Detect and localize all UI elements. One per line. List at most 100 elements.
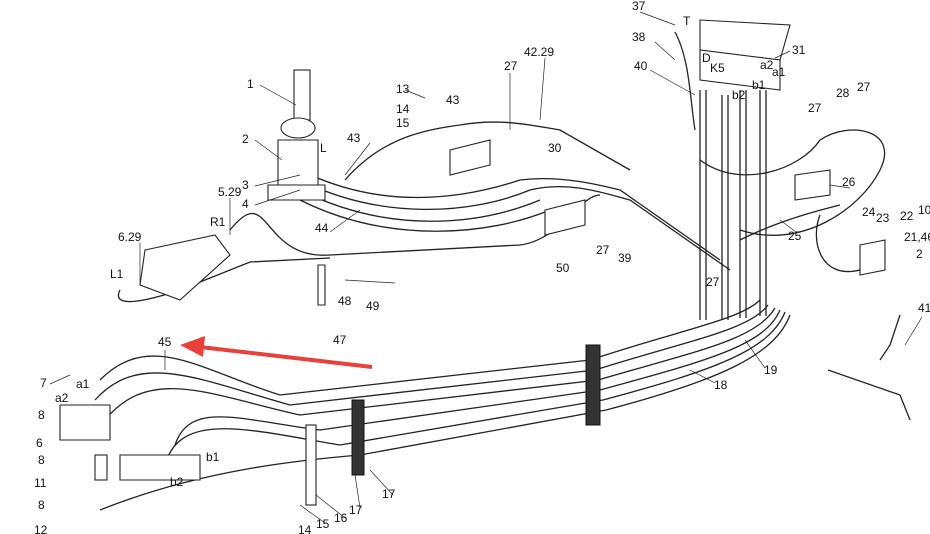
- part-label: 1: [247, 77, 254, 91]
- part-label: 8: [38, 453, 45, 467]
- part-label: 27: [706, 275, 720, 289]
- leader-line: [404, 89, 426, 99]
- part-label: 41: [918, 301, 930, 315]
- part-label: b2: [170, 475, 184, 489]
- part-label: 18: [714, 378, 728, 392]
- leader-line: [774, 50, 791, 59]
- part-label: D: [702, 51, 711, 65]
- part-label: 10: [918, 203, 930, 217]
- part-label: 2: [916, 247, 923, 261]
- part-label: 11: [34, 476, 47, 490]
- part-label: 4: [242, 197, 249, 211]
- part-label: 13: [396, 82, 410, 96]
- plate-16: [305, 424, 317, 506]
- leader-line: [315, 494, 346, 519]
- part-label: 40: [634, 59, 648, 73]
- part-label: K5: [710, 61, 725, 75]
- part-label: 8: [38, 498, 45, 512]
- part-label: 14: [396, 102, 410, 116]
- control-lever-1: [293, 69, 311, 121]
- part-label: 23: [876, 211, 890, 225]
- part-label: 27: [504, 59, 518, 73]
- part-label: 27: [808, 101, 822, 115]
- part-label: 17: [349, 503, 363, 517]
- part-label: 7: [40, 376, 47, 390]
- part-label: 43: [347, 131, 361, 145]
- leader-line: [744, 339, 766, 369]
- clamp-17-left: [351, 399, 365, 476]
- part-label: 24: [862, 205, 876, 219]
- part-label: 19: [764, 363, 778, 377]
- block-26: [794, 169, 831, 201]
- part-label: 38: [632, 30, 646, 44]
- part-label: R1: [210, 215, 226, 229]
- leader-line: [539, 57, 546, 121]
- part-label: 30: [548, 141, 562, 155]
- part-label: 48: [338, 294, 352, 308]
- part-label: 8: [38, 408, 45, 422]
- part-label: 22: [900, 209, 914, 223]
- part-label: 14: [298, 523, 312, 534]
- part-label: L: [320, 141, 327, 155]
- components: [59, 19, 911, 506]
- part-label: 5.29: [218, 185, 242, 199]
- part-label: 26: [842, 175, 856, 189]
- part-label: 42.29: [524, 45, 554, 59]
- part-label: 3: [242, 178, 249, 192]
- part-label: 16: [334, 511, 348, 525]
- leader-line: [254, 139, 283, 161]
- vertical-hoses: [674, 31, 767, 320]
- part-label: 12: [34, 523, 48, 534]
- red-arrow: [180, 336, 373, 369]
- leader-line: [779, 219, 797, 233]
- leader-line: [259, 84, 297, 106]
- leader-lines: [49, 11, 923, 524]
- part-label: 6: [36, 436, 43, 450]
- block-6-29: [139, 234, 231, 301]
- valve-50: [544, 199, 586, 236]
- part-label: 39: [618, 251, 632, 265]
- leader-line: [904, 316, 923, 346]
- part-label: 15: [396, 116, 410, 130]
- part-label: a1: [76, 377, 90, 391]
- part-label: 27: [596, 243, 610, 257]
- part-label: 2: [242, 132, 249, 146]
- part-label: 47: [333, 333, 347, 347]
- part-label: b1: [206, 450, 220, 464]
- part-label: 28: [836, 86, 850, 100]
- part-label: 45: [158, 335, 172, 349]
- mount-blocks: [59, 404, 201, 481]
- part-label: T: [683, 14, 691, 28]
- part-label: a2: [55, 391, 69, 405]
- leader-line: [654, 41, 676, 61]
- upper-hoses: [117, 121, 886, 303]
- bracket-47: [317, 264, 326, 306]
- part-label: 31: [792, 43, 806, 57]
- part-label: b1: [752, 78, 766, 92]
- part-label: b2: [732, 88, 746, 102]
- leader-line: [639, 11, 676, 26]
- part-label: 43: [446, 93, 460, 107]
- part-label: L1: [110, 267, 124, 281]
- part-label: 6.29: [118, 230, 142, 244]
- leader-line: [829, 184, 851, 189]
- leader-line: [49, 374, 71, 385]
- part-labels: 12345.29R16.29L1L1314154343442742.293050…: [34, 0, 930, 534]
- part-label: 44: [315, 221, 329, 235]
- leader-line: [329, 209, 361, 233]
- pipe-41: [827, 369, 911, 421]
- part-label: 21,46: [904, 230, 930, 244]
- pilot-valve-2: [277, 139, 319, 186]
- part-label: 49: [366, 299, 380, 313]
- part-label: a1: [772, 65, 786, 79]
- part-label: 50: [556, 261, 570, 275]
- leader-line: [254, 189, 301, 206]
- leader-line: [649, 69, 696, 96]
- part-label: 25: [788, 229, 802, 243]
- leader-line: [299, 504, 326, 524]
- clamp-17-right: [585, 344, 601, 426]
- part-label: a2: [760, 58, 774, 72]
- leader-line: [369, 469, 394, 496]
